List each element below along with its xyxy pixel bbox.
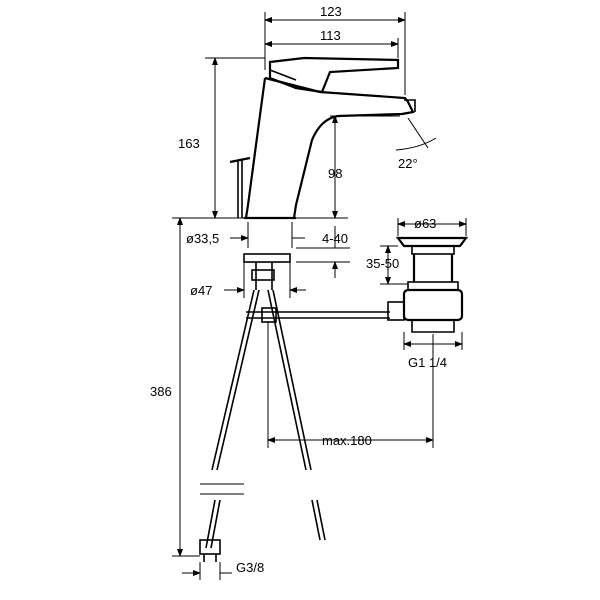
under-deck-assembly [199, 222, 390, 562]
label-washer-diameter: ø47 [190, 283, 212, 298]
pop-up-drain [387, 236, 469, 333]
dimension-lines [172, 12, 467, 580]
faucet-body [229, 56, 416, 220]
label-rod-reach: max.180 [322, 433, 372, 448]
label-hose-length: 386 [150, 384, 172, 399]
label-hose-thread: G3/8 [236, 560, 264, 575]
label-drain-thread: G1 1/4 [408, 355, 447, 370]
label-drain-height: 35-50 [366, 256, 399, 271]
label-overall-reach: 123 [320, 4, 342, 19]
label-deck-thickness: 4-40 [322, 231, 348, 246]
label-total-height: 163 [178, 136, 200, 151]
label-spout-angle: 22° [398, 156, 418, 171]
label-spout-reach: 113 [320, 28, 341, 43]
label-mounting-hole: ø33,5 [186, 231, 219, 246]
label-drain-diameter: ø63 [414, 216, 436, 231]
label-spout-height: 98 [328, 166, 342, 181]
